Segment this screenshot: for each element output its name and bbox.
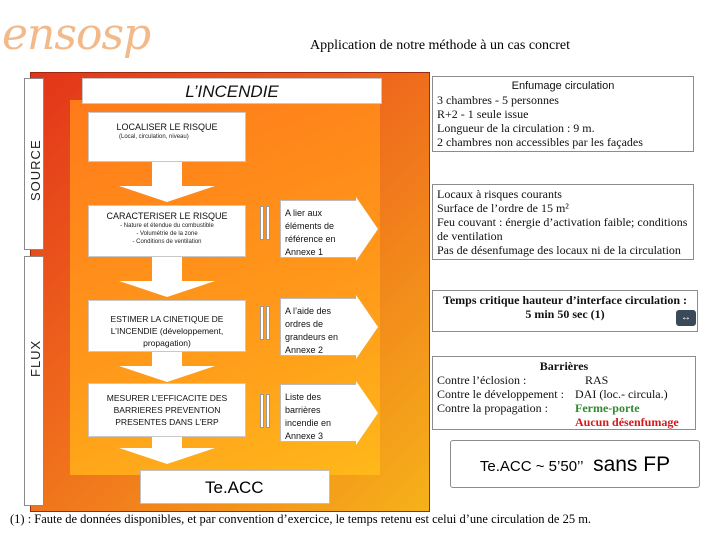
barrieres-row: Contre l’éclosion : RAS [437, 373, 691, 387]
barrieres-row: Contre la propagation : Ferme-porte [437, 401, 691, 415]
temps-critique-box: Temps critique hauteur d’interface circu… [432, 290, 698, 332]
arrow-right-icon [356, 295, 378, 359]
barrieres-row-label: Contre l’éclosion : [437, 373, 527, 387]
annexe3-text: Liste des barrières incendie en Annexe 3 [285, 392, 332, 441]
enfumage-line: 3 chambres - 5 personnes [437, 93, 559, 107]
temps-critique-line1: Temps critique hauteur d’interface circu… [442, 293, 688, 307]
arrow-down-icon [119, 186, 215, 202]
step-estimer: ESTIMER LA CINETIQUE DE L’INCENDIE (déve… [88, 300, 246, 352]
arrow-down-icon [119, 281, 215, 297]
barrieres-row-label: Contre le développement : [437, 387, 564, 401]
barrieres-row-value: Ferme-porte [575, 401, 640, 415]
annexe1-text: A lier aux éléments de référence en Anne… [285, 208, 336, 257]
flux-label: FLUX [28, 339, 43, 377]
flux-label-box: FLUX [24, 256, 44, 506]
arrow-down-icon [119, 448, 215, 464]
source-label: SOURCE [28, 139, 43, 201]
bars-icon [260, 306, 274, 340]
barrieres-box: Barrières Contre l’éclosion : RAS Contre… [432, 356, 696, 430]
enfumage-line: R+2 - 1 seule issue [437, 107, 529, 121]
locaux-box: Locaux à risques courants Surface de l’o… [432, 184, 694, 260]
barrieres-row: Aucun désenfumage [437, 415, 691, 429]
bars-icon [260, 206, 274, 240]
enfumage-box: Enfumage circulation 3 chambres - 5 pers… [432, 76, 694, 152]
enfumage-title: Enfumage circulation [511, 80, 615, 92]
locaux-line: Surface de l’ordre de 15 m² [437, 201, 569, 215]
barrieres-row-value: DAI (loc.- circula.) [575, 387, 668, 401]
step-caracteriser: CARACTERISER LE RISQUE - Nature et étend… [88, 205, 246, 257]
teacc-summary: Te.ACC ~ 5’50’’ sans FP [451, 441, 699, 491]
step-title: LOCALISER LE RISQUE [116, 122, 218, 132]
enfumage-line: 2 chambres non accessibles par les façad… [437, 135, 643, 149]
incendie-header: L’INCENDIE [82, 78, 382, 104]
locaux-line: Pas de désenfumage des locaux ni de la c… [437, 243, 681, 257]
barrieres-row-label: Contre la propagation : [437, 401, 548, 415]
arrow-right-icon [356, 381, 378, 445]
ensosp-logo: ensosp [2, 4, 151, 66]
step-sub: - Nature et étendue du combustible [120, 223, 214, 229]
teacc-summary-part1: Te.ACC ~ 5’50’’ [479, 458, 583, 475]
annexe2-arrow: A l’aide des ordres de grandeurs en Anne… [280, 298, 356, 356]
barrieres-row-label [437, 415, 575, 429]
footnote: (1) : Faute de données disponibles, et p… [10, 512, 592, 526]
temps-critique-line2: 5 min 50 sec (1) [525, 307, 605, 321]
source-label-box: SOURCE [24, 78, 44, 250]
expand-icon[interactable]: ↔ [676, 310, 696, 326]
enfumage-line: Longueur de la circulation : 9 m. [437, 121, 595, 135]
step-mesurer: MESURER L’EFFICACITE DES BARRIERES PREVE… [88, 383, 246, 437]
logo-text: ensosp [2, 9, 151, 60]
barrieres-row-value: RAS [585, 373, 609, 387]
arrow-down-shaft [152, 437, 182, 449]
incendie-header-text: L’INCENDIE [185, 82, 279, 101]
teacc-summary-part2: sans FP [593, 453, 671, 476]
arrow-down-shaft [152, 162, 182, 188]
teacc-result-box: Te.ACC [140, 470, 330, 504]
barrieres-row: Contre le développement : DAI (loc.- cir… [437, 387, 691, 401]
step-sub: - Volumétrie de la zone [136, 231, 198, 237]
annexe3-arrow: Liste des barrières incendie en Annexe 3 [280, 384, 356, 442]
arrow-down-shaft [152, 257, 182, 283]
locaux-line: Locaux à risques courants [437, 187, 562, 201]
locaux-line: Feu couvant : énergie d’activation faibl… [437, 215, 688, 243]
slide-title: Application de notre méthode à un cas co… [309, 38, 571, 53]
step-localiser: LOCALISER LE RISQUE (Local, circulation,… [88, 112, 246, 162]
arrow-down-shaft [152, 352, 182, 368]
teacc-result-text: Te.ACC [205, 478, 264, 497]
step-title: ESTIMER LA CINETIQUE DE L’INCENDIE (déve… [110, 314, 224, 348]
annexe2-text: A l’aide des ordres de grandeurs en Anne… [285, 306, 339, 355]
barrieres-row-value: Aucun désenfumage [575, 415, 679, 429]
bars-icon [260, 394, 274, 428]
arrow-right-icon [356, 197, 378, 261]
step-title: CARACTERISER LE RISQUE [106, 211, 228, 221]
step-sub: - Conditions de ventilation [132, 239, 202, 245]
teacc-summary-box: Te.ACC ~ 5’50’’ sans FP [450, 440, 700, 488]
barrieres-title: Barrières [539, 359, 589, 373]
step-sub: (Local, circulation, niveau) [119, 134, 189, 140]
annexe1-arrow: A lier aux éléments de référence en Anne… [280, 200, 356, 258]
step-title: MESURER L’EFFICACITE DES BARRIERES PREVE… [106, 393, 228, 427]
arrow-down-icon [119, 366, 215, 382]
